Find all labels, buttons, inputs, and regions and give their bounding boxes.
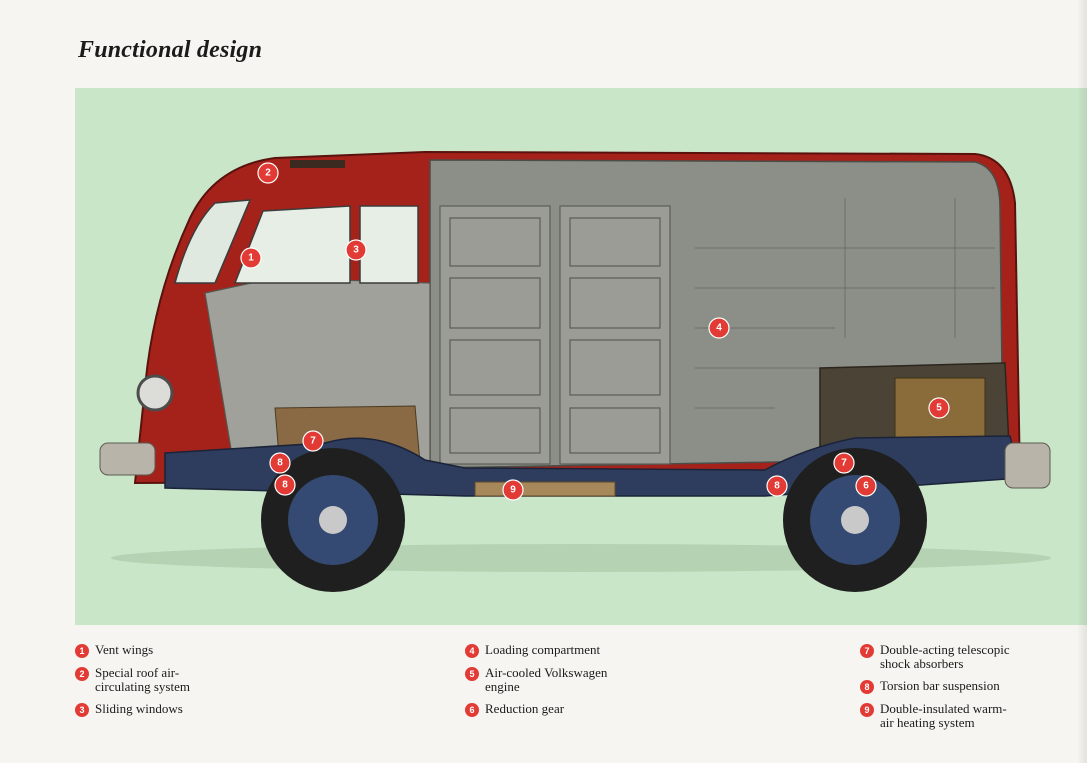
legend-text: Double-insulated warm- air heating syste… [880, 701, 1007, 730]
legend-item: 3 Sliding windows [75, 702, 295, 717]
legend-text: Reduction gear [485, 701, 565, 716]
legend-number: 9 [860, 703, 874, 717]
legend-number: 3 [75, 703, 89, 717]
svg-text:6: 6 [863, 481, 869, 492]
legend-item: 2 Special roof air- circulating system [75, 666, 295, 694]
legend-number: 5 [465, 667, 479, 681]
legend-item: 1 Vent wings [75, 643, 295, 658]
legend-text: Torsion bar suspension [880, 678, 1000, 693]
legend-item: 7 Double-acting telescopic shock absorbe… [860, 643, 1080, 671]
marker-loading-compartment: 4 [708, 317, 730, 339]
door-window [233, 205, 351, 284]
marker-shock-front: 7 [302, 430, 324, 452]
rear-bumper [1004, 442, 1051, 489]
legend-number: 6 [465, 703, 479, 717]
legend-text: Loading compartment [485, 642, 601, 657]
marker-sliding-windows: 3 [345, 239, 367, 261]
rear-wheel [783, 448, 927, 592]
legend-column-1: 1 Vent wings 2 Special roof air- circula… [75, 643, 295, 725]
heating-channel [474, 481, 616, 497]
legend-text: Sliding windows [95, 701, 183, 716]
svg-text:5: 5 [936, 403, 942, 414]
legend-item: 4 Loading compartment [465, 643, 685, 658]
legend-number: 1 [75, 644, 89, 658]
svg-text:9: 9 [510, 485, 516, 496]
legend-item: 9 Double-insulated warm- air heating sys… [860, 702, 1080, 730]
svg-text:4: 4 [716, 323, 722, 334]
legend-number: 7 [860, 644, 874, 658]
svg-text:7: 7 [841, 458, 847, 469]
legend-item: 5 Air-cooled Volkswagen engine [465, 666, 685, 694]
svg-text:7: 7 [310, 436, 316, 447]
legend-column-3: 7 Double-acting telescopic shock absorbe… [860, 643, 1080, 738]
marker-heating: 9 [502, 479, 524, 501]
marker-torsion-front-upper: 8 [269, 452, 291, 474]
legend-number: 4 [465, 644, 479, 658]
sliding-window [359, 205, 419, 284]
legend-number: 2 [75, 667, 89, 681]
svg-text:8: 8 [277, 458, 283, 469]
front-wheel [261, 448, 405, 592]
van-cutaway-drawing: 1 2 3 4 5 6 7 7 8 8 8 9 [99, 150, 1051, 592]
marker-vent-wings: 1 [240, 247, 262, 269]
legend-text: Vent wings [95, 642, 154, 657]
marker-engine: 5 [928, 397, 950, 419]
legend-text: Double-acting telescopic shock absorbers [880, 642, 1010, 671]
marker-roof-air: 2 [257, 162, 279, 184]
marker-torsion-front-lower: 8 [274, 474, 296, 496]
legend-text: Special roof air- circulating system [95, 665, 190, 694]
cargo-doors [439, 205, 671, 465]
roof-vent-grille [290, 160, 345, 168]
svg-text:2: 2 [265, 168, 271, 179]
marker-reduction-gear: 6 [855, 475, 877, 497]
svg-text:8: 8 [282, 480, 288, 491]
svg-text:3: 3 [353, 245, 359, 256]
svg-text:8: 8 [774, 481, 780, 492]
legend-item: 8 Torsion bar suspension [860, 679, 1080, 694]
page-title: Functional design [78, 37, 263, 63]
legend-column-2: 4 Loading compartment 5 Air-cooled Volks… [465, 643, 685, 725]
legend-text: Air-cooled Volkswagen engine [485, 665, 608, 694]
svg-text:1: 1 [248, 253, 254, 264]
legend-number: 8 [860, 680, 874, 694]
front-bumper [99, 442, 156, 476]
windshield [174, 199, 252, 284]
marker-torsion-rear: 8 [766, 475, 788, 497]
marker-shock-rear: 7 [833, 452, 855, 474]
legend-item: 6 Reduction gear [465, 702, 685, 717]
page-edge-shadow [1077, 0, 1087, 763]
van-cutaway-illustration: 1 2 3 4 5 6 7 7 8 8 8 9 [75, 88, 1087, 625]
headlight [136, 374, 174, 412]
